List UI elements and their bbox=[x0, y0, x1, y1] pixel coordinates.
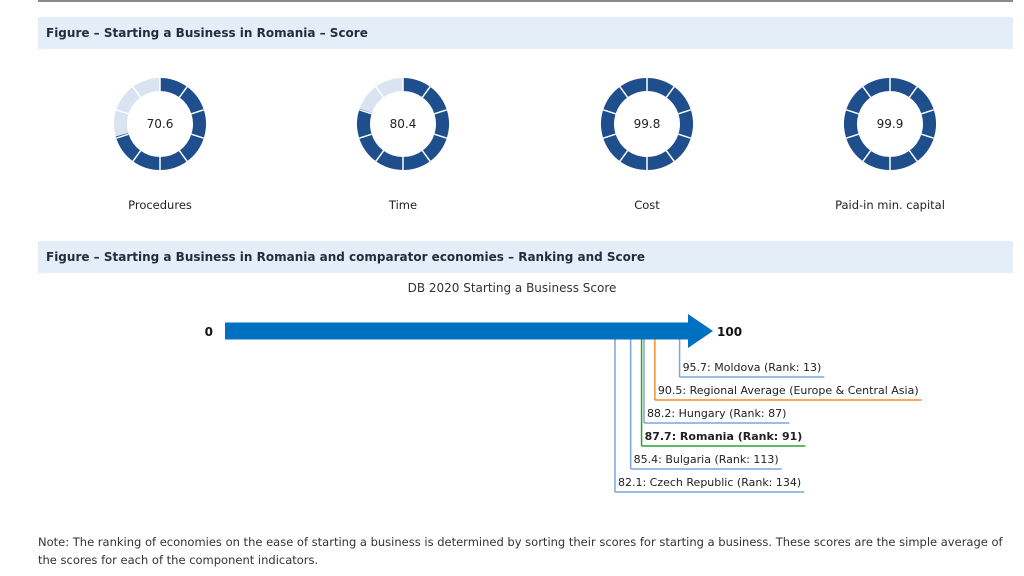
donut-segment bbox=[619, 78, 647, 98]
donut-label: Procedures bbox=[128, 198, 192, 212]
figure-ranking-header: Figure – Starting a Business in Romania … bbox=[38, 241, 1013, 273]
donut-separator bbox=[619, 150, 629, 162]
point-label: 88.2: Hungary (Rank: 87) bbox=[647, 407, 786, 420]
donut-segment bbox=[191, 109, 206, 139]
scale-arrow-head bbox=[688, 314, 713, 348]
donut-segment bbox=[160, 78, 188, 98]
donut-segment bbox=[862, 150, 890, 170]
donut-segment bbox=[890, 150, 918, 170]
donut-segment bbox=[375, 150, 403, 170]
donut-separator bbox=[908, 150, 918, 162]
figure-score-header: Figure – Starting a Business in Romania … bbox=[38, 17, 1013, 49]
donut-separator bbox=[846, 133, 859, 139]
donut-segment bbox=[846, 134, 871, 162]
donut-segment bbox=[116, 134, 141, 162]
donut-separator bbox=[421, 150, 431, 162]
donut-separator bbox=[434, 109, 447, 115]
donut-value: 80.4 bbox=[390, 117, 417, 131]
donut-segment bbox=[357, 109, 372, 139]
donut-separator bbox=[603, 133, 616, 139]
donut-segment bbox=[678, 109, 693, 139]
donut-separator bbox=[678, 133, 691, 139]
donut-segment bbox=[921, 109, 936, 139]
donut-separator bbox=[665, 86, 675, 98]
donut-segment bbox=[603, 86, 628, 114]
donut-segment bbox=[909, 134, 934, 162]
donut-segment bbox=[844, 109, 859, 139]
donut-segment bbox=[601, 109, 616, 139]
donut-separator bbox=[132, 86, 142, 98]
donut-segment bbox=[862, 78, 890, 98]
donut-segment bbox=[403, 78, 431, 98]
donut-segment bbox=[179, 134, 204, 162]
donut-value: 99.8 bbox=[634, 117, 661, 131]
donut-segment bbox=[909, 86, 934, 114]
donut-separator bbox=[375, 150, 385, 162]
donut-segment bbox=[666, 134, 691, 162]
donut-label: Time bbox=[388, 198, 418, 212]
donut-separator bbox=[434, 133, 447, 139]
donut-separator bbox=[116, 109, 129, 115]
donut-separator bbox=[678, 109, 691, 115]
donut-value: 99.9 bbox=[877, 117, 904, 131]
donut-separator bbox=[359, 109, 372, 115]
donut-separator bbox=[191, 133, 204, 139]
donut-segment bbox=[422, 134, 447, 162]
donut-separator bbox=[178, 150, 188, 162]
donut-segment bbox=[359, 134, 384, 162]
donut-segment bbox=[846, 86, 871, 114]
donut-ring: 80.4 bbox=[357, 78, 449, 170]
donut-segment bbox=[666, 86, 691, 114]
scale-chart-title: DB 2020 Starting a Business Score bbox=[407, 281, 617, 295]
donut-segment bbox=[647, 78, 675, 98]
donut-ring: 99.9 bbox=[844, 78, 936, 170]
donut-segment bbox=[403, 150, 431, 170]
donut-separator bbox=[862, 150, 872, 162]
donut-segment bbox=[647, 150, 675, 170]
donut-ring: 99.8 bbox=[601, 78, 693, 170]
donut-separator bbox=[116, 133, 129, 139]
donut-separator bbox=[421, 86, 431, 98]
donut-separator bbox=[178, 86, 188, 98]
donut-segment bbox=[890, 78, 918, 98]
donut-separator bbox=[921, 109, 934, 115]
donut-separator bbox=[191, 109, 204, 115]
point-label: 87.7: Romania (Rank: 91) bbox=[645, 430, 803, 443]
donut-segment bbox=[160, 150, 188, 170]
donut-segment bbox=[603, 134, 628, 162]
point-label: 82.1: Czech Republic (Rank: 134) bbox=[618, 476, 801, 489]
donut-separator bbox=[619, 86, 629, 98]
donut-label: Paid-in min. capital bbox=[835, 198, 945, 212]
donut-segment bbox=[179, 86, 204, 114]
donut-segment bbox=[619, 150, 647, 170]
scale-arrow-shaft bbox=[225, 322, 688, 340]
donut-separator bbox=[603, 109, 616, 115]
donut-value: 70.6 bbox=[147, 117, 174, 131]
donut-segment bbox=[422, 86, 447, 114]
donut-separator bbox=[665, 150, 675, 162]
donut-separator bbox=[921, 133, 934, 139]
donut-segment bbox=[132, 150, 160, 170]
donut-ring: 70.6 bbox=[113, 78, 206, 170]
scale-max-label: 100 bbox=[717, 325, 742, 339]
donut-separator bbox=[846, 109, 859, 115]
donut-separator bbox=[375, 86, 385, 98]
donut-separator bbox=[862, 86, 872, 98]
point-label: 90.5: Regional Average (Europe & Central… bbox=[658, 384, 919, 397]
top-rule bbox=[38, 0, 1013, 2]
donut-separator bbox=[132, 150, 142, 162]
donut-separator bbox=[359, 133, 372, 139]
scale-min-label: 0 bbox=[205, 325, 213, 339]
point-label: 95.7: Moldova (Rank: 13) bbox=[683, 361, 822, 374]
chart-note: Note: The ranking of economies on the ea… bbox=[38, 535, 1003, 567]
point-label: 85.4: Bulgaria (Rank: 113) bbox=[634, 453, 779, 466]
donut-label: Cost bbox=[634, 198, 660, 212]
donut-segment bbox=[434, 109, 449, 139]
donut-separator bbox=[908, 86, 918, 98]
